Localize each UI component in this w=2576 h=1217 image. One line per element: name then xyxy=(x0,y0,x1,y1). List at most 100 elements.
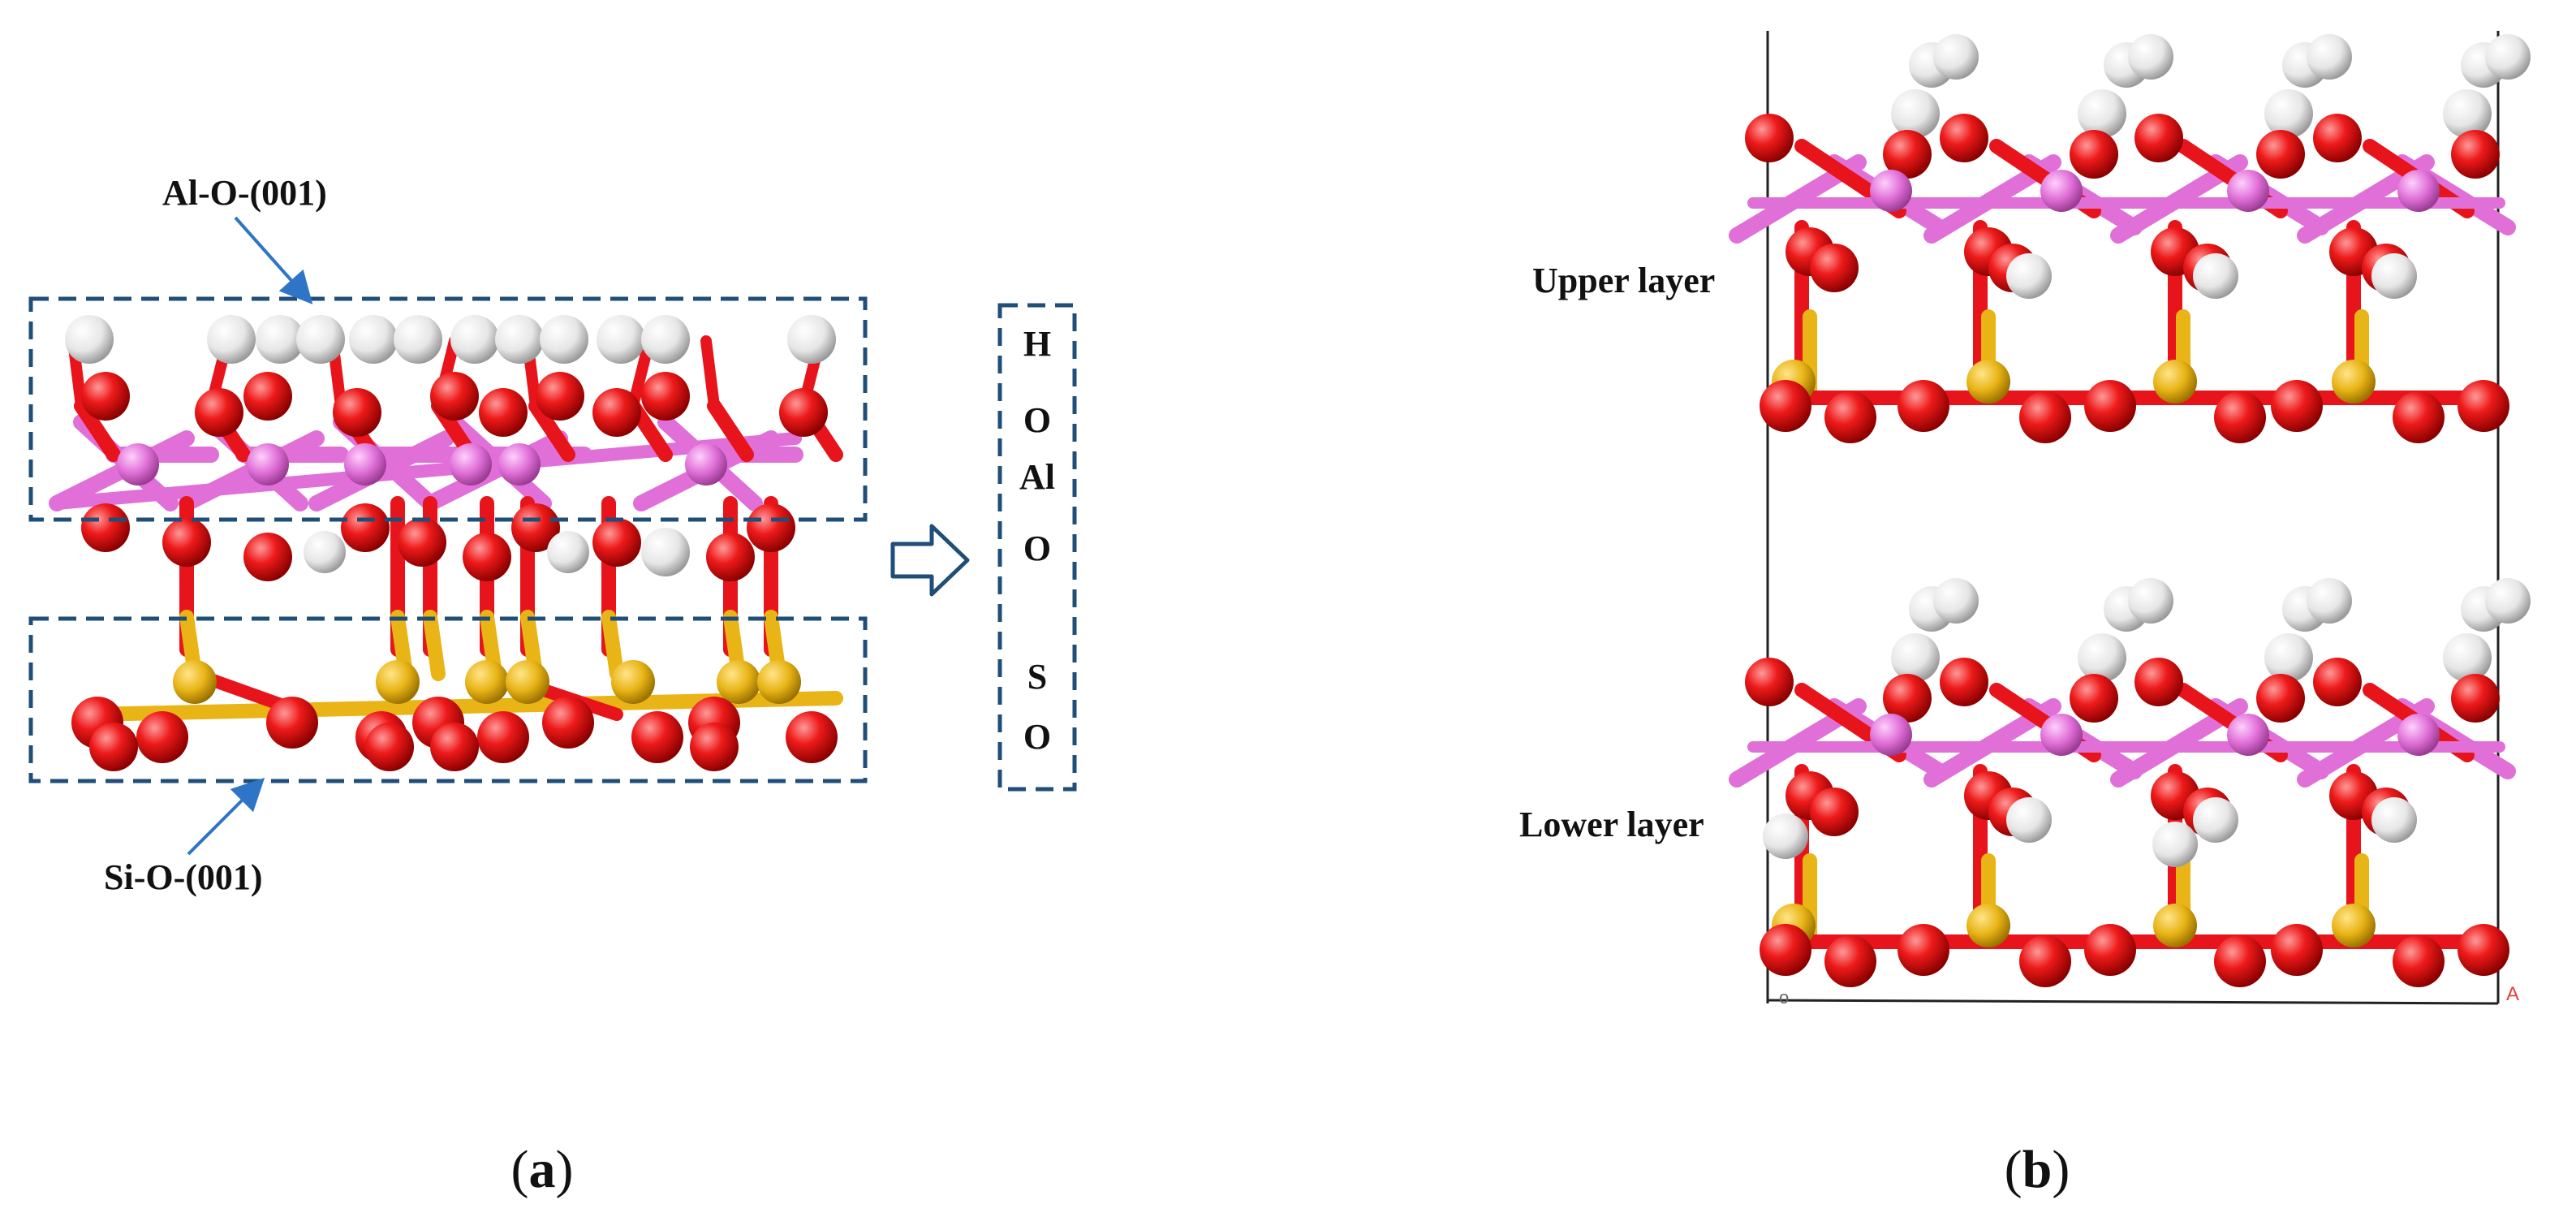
al-o-layer-box xyxy=(28,296,868,522)
hydrogen-atom xyxy=(641,315,690,364)
silicon-atom xyxy=(376,660,420,704)
hydrogen-atom xyxy=(787,315,836,364)
cell-bottom-edge xyxy=(1767,999,2499,1005)
silicon-atom xyxy=(1966,904,2010,947)
oxygen-atom xyxy=(430,372,479,421)
oxygen-atom xyxy=(1760,924,1811,976)
layer-sequence-letter: H xyxy=(1023,324,1051,364)
oxygen-atom xyxy=(1745,658,1794,706)
hydrogen-atom xyxy=(296,315,345,364)
silicon-atom xyxy=(717,660,760,704)
layer-sequence-letter: S xyxy=(1027,657,1047,697)
right-arrow-icon xyxy=(890,524,970,597)
hydrogen-atom xyxy=(1933,34,1979,80)
hydrogen-atom xyxy=(394,315,442,364)
oxygen-atom xyxy=(2019,391,2071,443)
oxygen-atom xyxy=(243,372,292,421)
oxygen-atom xyxy=(1810,788,1859,836)
oxygen-atom xyxy=(2214,935,2266,987)
oxygen-atom xyxy=(479,388,528,437)
oxygen-atom xyxy=(2451,674,2500,723)
axis-origin-label: o xyxy=(1779,987,1789,1008)
hydrogen-atom xyxy=(256,315,304,364)
aluminum-atom xyxy=(2227,714,2269,756)
si-o-pointer-arrow xyxy=(187,777,265,856)
si-o-bond xyxy=(423,610,446,681)
hydrogen-atom xyxy=(2152,822,2198,867)
oxygen-atom xyxy=(2393,935,2445,987)
oxygen-atom xyxy=(195,388,243,437)
oxygen-atom xyxy=(463,533,511,581)
hydrogen-atom xyxy=(1891,633,1940,682)
oxygen-atom xyxy=(1745,114,1794,162)
oxygen-atom xyxy=(2134,114,2183,162)
panel-b: Upper layer Lower layer o A (b) xyxy=(1519,31,2531,1199)
hydrogen-atom xyxy=(2128,578,2173,624)
oxygen-atom xyxy=(89,723,138,771)
o-al-bond xyxy=(707,399,754,462)
layer-sequence-letter: Al xyxy=(1019,457,1055,497)
silicon-atom xyxy=(1966,360,2010,404)
panel-b-molecule xyxy=(1729,34,2531,987)
hydrogen-atom xyxy=(2193,253,2238,299)
hydrogen-atom xyxy=(2264,89,2313,138)
oxygen-atom xyxy=(542,697,594,749)
oxygen-atom xyxy=(592,388,641,437)
layer-sequence-box xyxy=(997,303,1077,792)
al-o-pointer-arrow xyxy=(234,216,313,304)
hydrogen-atom xyxy=(2443,89,2492,138)
oxygen-atom xyxy=(2451,130,2500,179)
hydrogen-atom xyxy=(547,531,589,573)
hydrogen-atom xyxy=(641,528,690,576)
silicon-atom xyxy=(2332,360,2376,404)
hydrogen-atom xyxy=(349,315,398,364)
aluminum-atom xyxy=(2227,170,2269,212)
oxygen-atom xyxy=(2256,130,2305,179)
layer-sequence-letter: O xyxy=(1023,529,1051,568)
al-o-bond xyxy=(50,432,802,510)
oxygen-atom xyxy=(536,372,584,421)
oxygen-atom xyxy=(2070,130,2118,179)
oxygen-atom xyxy=(2070,674,2118,723)
oxygen-atom xyxy=(2084,380,2136,432)
oxygen-atom xyxy=(2271,380,2323,432)
oxygen-atom xyxy=(341,503,390,552)
hydrogen-atom xyxy=(540,315,588,364)
hydrogen-atom xyxy=(2485,578,2531,624)
oxygen-atom xyxy=(2313,658,2362,706)
oxygen-atom xyxy=(2134,658,2183,706)
caption-a: (a) xyxy=(511,1140,574,1199)
hydrogen-atom xyxy=(495,315,544,364)
aluminum-atom xyxy=(1870,714,1912,756)
oxygen-atom xyxy=(779,388,828,437)
silicon-atom xyxy=(757,660,801,704)
oxygen-atom xyxy=(243,533,292,581)
aluminum-atom xyxy=(2397,714,2440,756)
oxygen-atom xyxy=(631,711,683,763)
oxygen-atom xyxy=(511,503,560,552)
aluminum-atom xyxy=(344,443,386,486)
hydrogen-atom xyxy=(2307,578,2352,624)
oxygen-atom xyxy=(266,697,318,749)
hydrogen-atom xyxy=(2307,34,2352,80)
hydrogen-atom xyxy=(2128,34,2173,80)
oxygen-atom xyxy=(1898,924,1949,976)
oxygen-atom xyxy=(690,723,739,771)
upper-layer-label: Upper layer xyxy=(1532,261,1715,300)
aluminum-atom xyxy=(2040,170,2083,212)
oxygen-atom xyxy=(1824,391,1876,443)
hydrogen-atom xyxy=(1933,578,1979,624)
silicon-atom xyxy=(2153,904,2197,947)
al-o-label: Al-O-(001) xyxy=(162,173,327,213)
oxygen-atom xyxy=(365,723,414,771)
oxygen-atom xyxy=(1810,244,1859,292)
oxygen-atom xyxy=(2458,380,2509,432)
caption-b: (b) xyxy=(2005,1140,2070,1199)
oxygen-atom xyxy=(477,711,529,763)
oxygen-atom xyxy=(2214,391,2266,443)
oxygen-atom xyxy=(162,518,211,567)
lower-layer-label: Lower layer xyxy=(1519,805,1704,844)
hydrogen-atom xyxy=(597,315,645,364)
